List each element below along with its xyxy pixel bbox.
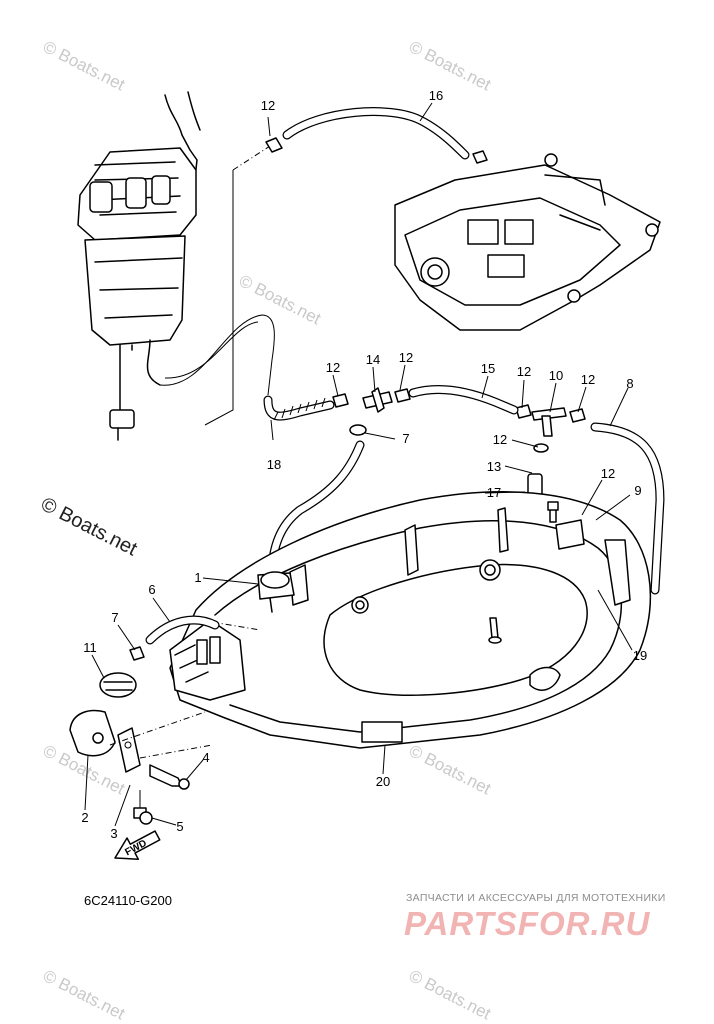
brand-logo: PARTSFOR.RU [404, 905, 651, 942]
callout-7: 7 [111, 610, 119, 625]
callout-5: 5 [176, 819, 184, 834]
exploded-parts-diagram [69, 91, 665, 860]
callout-9: 8 [626, 376, 634, 391]
brand-tagline: ЗАПЧАСТИ И АКСЕССУАРЫ ДЛЯ МОТОТЕХНИКИ [406, 892, 666, 904]
callout-4: 4 [202, 750, 210, 765]
callout-20: 20 [375, 774, 391, 789]
callout-15: 14 [365, 352, 381, 367]
fwd-arrow [114, 830, 161, 860]
hose-6 [145, 615, 220, 645]
callout-8: 11 [83, 640, 97, 655]
callout-12: 12 [325, 360, 341, 375]
callout-12: 12 [398, 350, 414, 365]
hose-routes [159, 145, 275, 426]
callout-11: 10 [548, 368, 564, 383]
callout-12: 12 [260, 98, 276, 113]
bottom-cowling-plate [394, 153, 661, 331]
leader-lines [84, 102, 633, 827]
hose-17 [265, 107, 488, 164]
callout-10: 9 [634, 483, 642, 498]
bottom-cowling [169, 491, 652, 749]
callout-2: 2 [81, 810, 89, 825]
callout-7: 7 [402, 431, 410, 446]
callout-3: 3 [110, 826, 118, 841]
callout-12: 12 [580, 372, 596, 387]
vapor-separator [77, 91, 201, 441]
callout-17: 16 [428, 88, 444, 103]
callout-14: 17 [486, 485, 502, 500]
callout-16: 15 [480, 361, 496, 376]
callout-18: 18 [266, 457, 282, 472]
hose-16 [408, 385, 519, 415]
callout-1: 1 [194, 570, 202, 585]
callout-12: 12 [492, 432, 508, 447]
callout-19: 19 [632, 648, 648, 663]
callout-12: 12 [516, 364, 532, 379]
diagram-code: 6C24110-G200 [84, 893, 172, 908]
hose-9 [590, 422, 665, 595]
callout-13: 13 [486, 459, 502, 474]
hose-18 [263, 395, 335, 421]
callout-12: 12 [600, 466, 616, 481]
hose-7-1 [267, 440, 365, 580]
callout-6: 6 [148, 582, 156, 597]
